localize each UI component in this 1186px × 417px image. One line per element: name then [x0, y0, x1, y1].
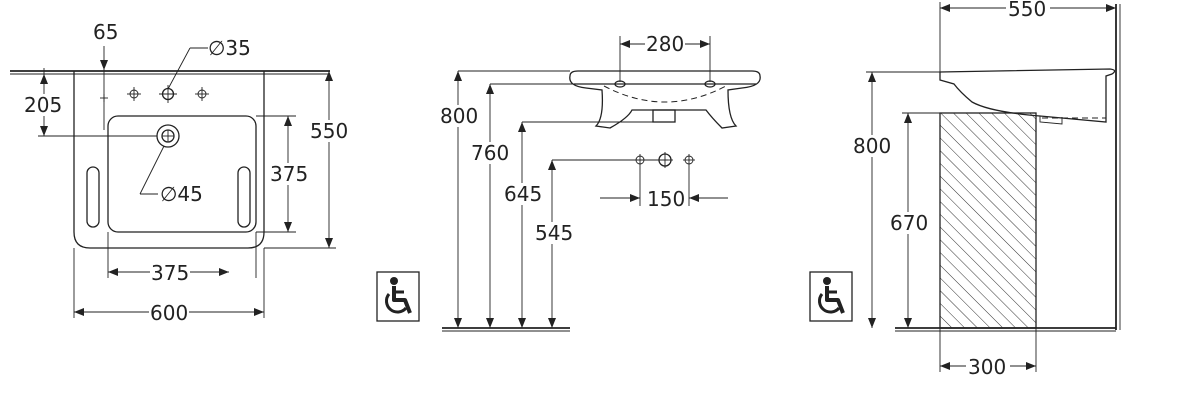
- basin-front-outline: [569, 70, 761, 129]
- dim-65-label: 65: [93, 20, 118, 44]
- tap-hole-right: [195, 87, 209, 101]
- side-view: 550 800 670 300: [853, 0, 1121, 379]
- front-view: 280 800 760 645 545: [440, 32, 761, 332]
- dim-280-label: 280: [646, 32, 684, 56]
- dim-depth-label: 550: [310, 119, 348, 143]
- bowl-outline: [107, 115, 257, 233]
- left-grip-slot: [86, 166, 100, 228]
- right-grip-slot: [237, 166, 251, 228]
- waste-outlet: [156, 124, 180, 148]
- dim-800-side-label: 800: [853, 134, 891, 158]
- dim-bowl-height-label: 375: [270, 162, 308, 186]
- top-view: 65 205 ∅35 ∅45 375 550: [10, 20, 348, 325]
- dim-645-label: 645: [504, 182, 542, 206]
- basin-outline: [73, 71, 265, 249]
- dim-545-label: 545: [535, 221, 573, 245]
- dim-205-label: 205: [24, 93, 62, 117]
- dim-760-label: 760: [471, 141, 509, 165]
- dim-150-label: 150: [647, 187, 685, 211]
- basin-side-outline: [939, 68, 1116, 123]
- tap-hole-diameter-label: ∅35: [208, 36, 251, 60]
- wheelchair-icon: [376, 271, 420, 322]
- wheelchair-icon: [809, 271, 853, 322]
- dim-800-label: 800: [440, 104, 478, 128]
- tap-hole-center: [159, 85, 177, 103]
- wall-connection-holes: [634, 152, 695, 168]
- tap-hole-left: [127, 87, 141, 101]
- dim-550-side-label: 550: [1008, 0, 1046, 21]
- dim-670-label: 670: [890, 211, 928, 235]
- dim-width-label: 600: [150, 301, 188, 325]
- dim-300-label: 300: [968, 355, 1006, 379]
- waste-pipe-front: [652, 109, 676, 123]
- knee-space-area: [939, 112, 1037, 329]
- dim-bowl-width-label: 375: [151, 261, 189, 285]
- waste-diameter-label: ∅45: [160, 182, 203, 206]
